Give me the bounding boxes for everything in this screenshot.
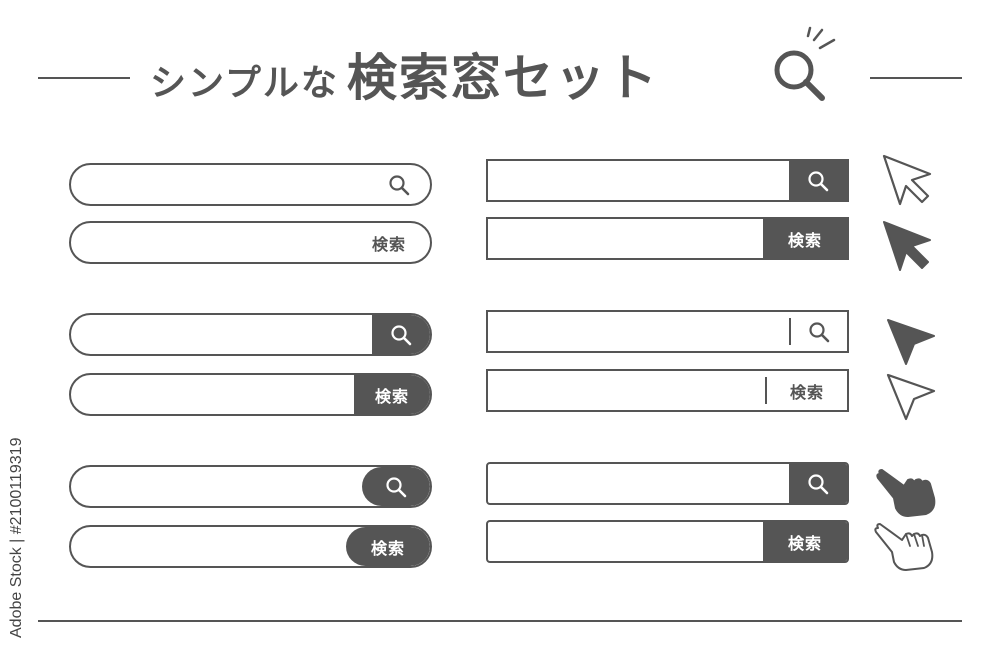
search-input-square-dark-text[interactable]: 検索 [486,217,849,260]
triangle-cursor-outline-icon [886,373,936,421]
search-button-label: 検索 [371,234,406,254]
triangle-cursor-filled-icon [887,319,935,365]
search-button-label: 検索 [787,533,822,553]
search-divider [789,318,791,345]
search-button[interactable]: 検索 [767,371,847,410]
search-button[interactable] [372,315,430,354]
footer-line [38,620,962,622]
stock-watermark: Adobe Stock | #2100119319 [4,412,34,638]
search-input-square-rounded-dark-text[interactable]: 検索 [486,520,849,563]
search-input-square-divider-text[interactable]: 検索 [486,369,849,412]
search-input-rounded-outline-text[interactable]: 検索 [69,221,432,264]
magnifier-icon [808,473,829,494]
search-button-label: 検索 [374,386,409,406]
search-button-label: 検索 [787,230,822,250]
search-button[interactable]: 検索 [364,223,414,262]
search-input-rounded-dark-tab-icon[interactable] [69,313,432,356]
title-big-text: 検索窓セット [346,49,659,107]
title-small-text: シンプルな [150,63,339,104]
search-input-square-rounded-dark-icon[interactable] [486,462,849,505]
magnifier-icon [391,324,412,345]
search-button[interactable]: 検索 [763,219,847,258]
search-button[interactable] [791,312,847,351]
search-input-square-dark-icon[interactable] [486,159,849,202]
search-input-square-divider-icon[interactable] [486,310,849,353]
search-input-rounded-dark-pill-text[interactable]: 検索 [69,525,432,568]
search-button[interactable] [789,464,847,503]
search-button-label: 検索 [370,538,405,558]
hand-cursor-filled-icon [876,469,936,517]
search-button[interactable]: 検索 [346,527,430,566]
magnifier-icon [808,170,829,191]
title-magnifier-icon [774,26,836,101]
arrow-cursor-filled-icon [883,221,931,271]
search-button[interactable] [789,161,847,200]
search-button-label: 検索 [789,382,824,402]
arrow-cursor-outline-icon [882,154,932,206]
page-title: シンプルな検索窓セット [150,38,790,108]
hand-cursor-outline-icon [874,523,934,571]
watermark-text: Adobe Stock | #2100119319 [8,437,25,638]
search-input-rounded-dark-pill-icon[interactable] [69,465,432,508]
magnifier-icon [809,321,830,342]
search-button[interactable] [362,467,430,506]
header-line-right [870,77,962,79]
search-button[interactable] [384,165,414,204]
magnifier-icon [389,174,410,195]
search-button[interactable]: 検索 [763,522,847,561]
search-input-rounded-outline-icon[interactable] [69,163,432,206]
search-divider [765,377,767,404]
header-line-left [38,77,130,79]
magnifier-icon [386,476,407,497]
search-input-rounded-dark-tab-text[interactable]: 検索 [69,373,432,416]
search-button[interactable]: 検索 [354,375,430,414]
